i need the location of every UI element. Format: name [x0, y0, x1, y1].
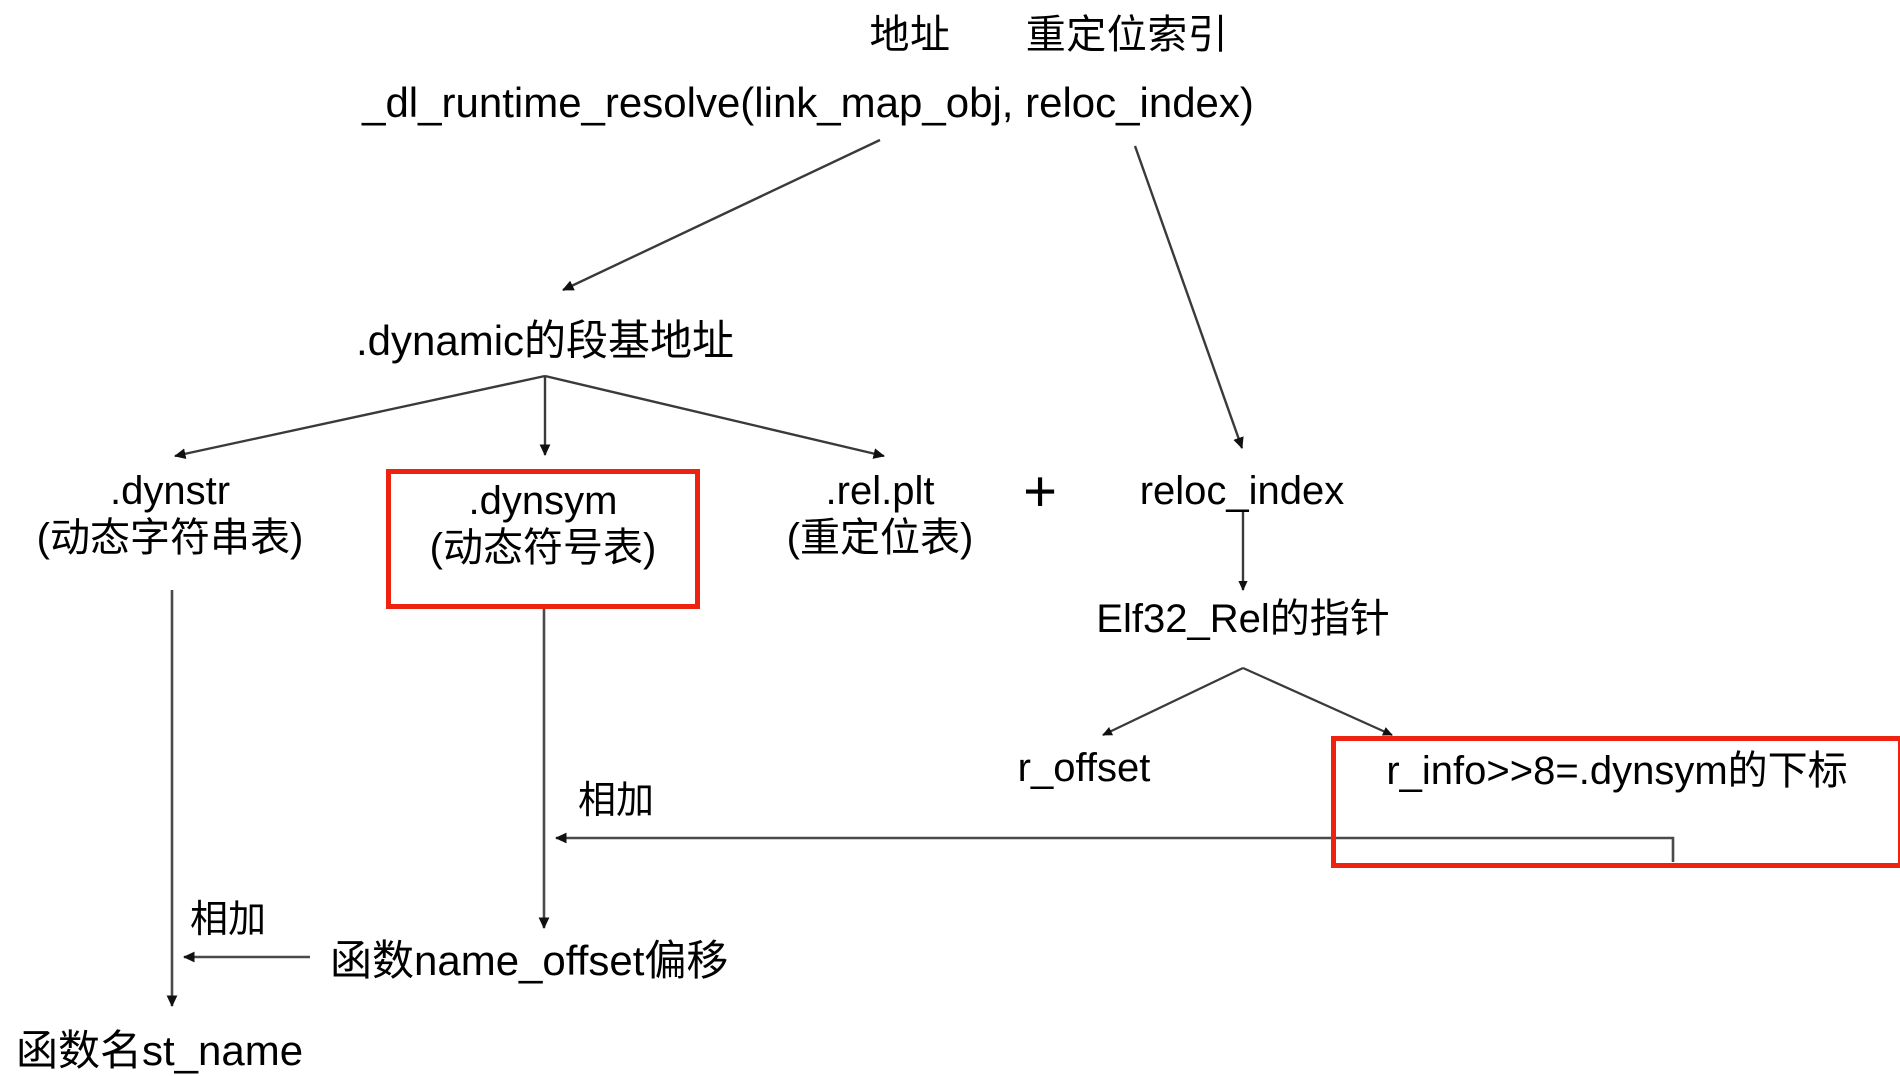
- node-dynstr: .dynstr (动态字符串表): [37, 468, 304, 562]
- edge-resolve-to-dynamic: [562, 138, 881, 292]
- annotation-reloc-index: 重定位索引: [1025, 13, 1229, 57]
- node-name-offset: 函数name_offset偏移: [330, 937, 729, 984]
- node-dynsym-desc: (动态符号表): [429, 526, 657, 571]
- node-elf32-rel-pointer: Elf32_Rel的指针: [1096, 597, 1390, 641]
- edge-label-add-left: 相加: [190, 899, 267, 941]
- node-dl-runtime-resolve: _dl_runtime_resolve(link_map_obj, reloc_…: [362, 79, 1254, 126]
- edge-label-add-right: 相加: [578, 780, 655, 822]
- operator-plus: +: [1023, 459, 1057, 524]
- node-reloc-index: reloc_index: [1139, 469, 1345, 513]
- node-rel-plt-name: .rel.plt: [825, 469, 935, 513]
- highlight-box-r-info: [1331, 736, 1900, 868]
- edge-elf32rel-to-roffset: [1102, 667, 1244, 736]
- node-rel-plt: .rel.plt (重定位表): [787, 468, 974, 562]
- node-r-info-expression: r_info>>8=.dynsym的下标: [1386, 749, 1848, 793]
- node-func-name: 函数名st_name: [16, 1027, 304, 1074]
- node-dynstr-name: .dynstr: [109, 469, 231, 513]
- node-rel-plt-desc: (重定位表): [786, 516, 974, 561]
- edge-resolve-to-reloc-index: [1133, 145, 1244, 449]
- node-dynsym: .dynsym (动态符号表): [430, 478, 657, 572]
- node-dynstr-desc: (动态字符串表): [36, 516, 304, 561]
- node-r-offset: r_offset: [1017, 746, 1151, 790]
- annotation-address: 地址: [869, 13, 951, 57]
- highlight-box-dynsym: [386, 469, 700, 609]
- node-dynsym-name: .dynsym: [468, 479, 618, 523]
- node-dynamic-base: .dynamic的段基地址: [355, 317, 735, 364]
- edge-elf32rel-to-rinfo: [1242, 666, 1393, 737]
- edge-dynamic-to-relplt: [544, 374, 885, 459]
- edge-dynamic-to-dynstr: [174, 374, 546, 460]
